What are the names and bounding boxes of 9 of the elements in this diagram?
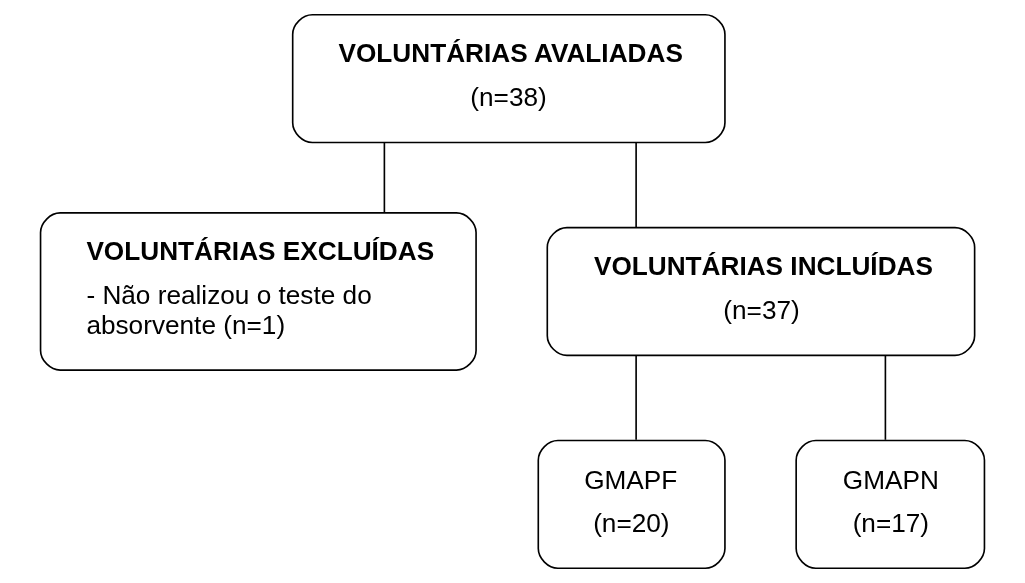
node-box: VOLUNTÁRIAS INCLUÍDAS (n=37) bbox=[546, 226, 976, 357]
node-box: VOLUNTÁRIAS EXCLUÍDAS - Não realizou o teste do absorvente (n=1) bbox=[39, 212, 477, 371]
node-box: VOLUNTÁRIAS AVALIADAS (n=38) bbox=[291, 14, 726, 144]
connector bbox=[635, 354, 637, 441]
connector bbox=[884, 354, 887, 441]
connector bbox=[383, 141, 386, 214]
node-box: GMAPN (n=17) bbox=[795, 439, 986, 570]
connector bbox=[635, 141, 637, 228]
node-box: GMAPF (n=20) bbox=[537, 439, 726, 570]
